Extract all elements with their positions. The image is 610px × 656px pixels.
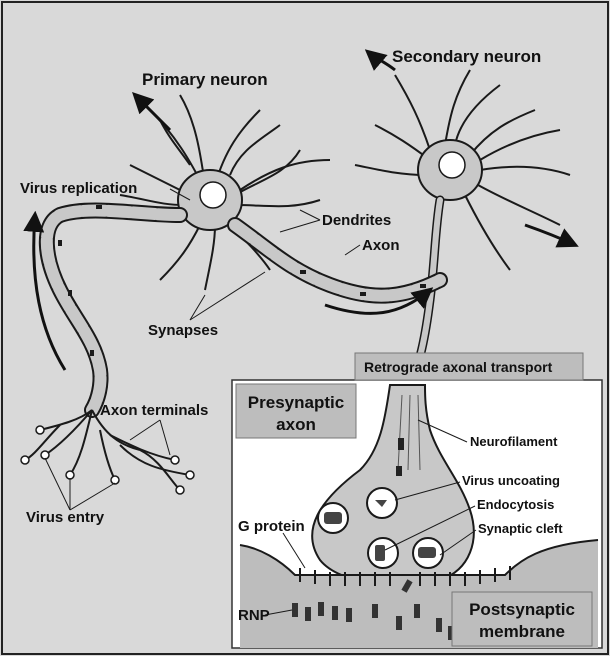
postsynaptic-label-line2: membrane [479, 622, 565, 641]
secondary-neuron-nucleus [438, 151, 466, 179]
postsynaptic-label-box [451, 591, 593, 647]
secondary-neuron-label: Secondary neuron [392, 47, 541, 66]
leader-lines [44, 188, 361, 511]
primary-neuron-label: Primary neuron [142, 70, 268, 89]
virus-replication-arrow [23, 210, 67, 371]
presynaptic-label-line2: axon [276, 415, 316, 434]
endocytosis-label: Endocytosis [477, 497, 554, 512]
virus-replication-label: Virus replication [20, 180, 137, 197]
virus-uncoating-label: Virus uncoating [462, 473, 560, 488]
presynaptic-label-line1: Presynaptic [248, 393, 344, 412]
neurofilament-label: Neurofilament [470, 434, 558, 449]
virus-entry-label: Virus entry [26, 509, 105, 526]
axon-label: Axon [362, 237, 400, 254]
retrograde-arrow [324, 287, 434, 315]
dendrites-label: Dendrites [322, 212, 391, 229]
retrograde-transport-label: Retrograde axonal transport [364, 359, 553, 375]
retrograde-label-box [354, 352, 584, 381]
presynaptic-label-box [235, 383, 357, 439]
g-protein-label: G protein [238, 518, 305, 535]
secondary-up-arrow [364, 49, 396, 72]
secondary-neuron [354, 69, 571, 271]
primary-up-arrow [132, 92, 172, 132]
primary-axon [38, 202, 448, 418]
axon-virus-particles [58, 205, 426, 356]
synapses-label: Synapses [148, 322, 218, 339]
secondary-right-arrow [524, 223, 579, 248]
postsynaptic-label-line1: Postsynaptic [469, 600, 575, 619]
axon-terminals-label: Axon terminals [100, 402, 208, 419]
synaptic-cleft-label: Synaptic cleft [478, 521, 563, 536]
rnp-label: RNP [238, 607, 270, 624]
primary-neuron-nucleus [199, 181, 227, 209]
